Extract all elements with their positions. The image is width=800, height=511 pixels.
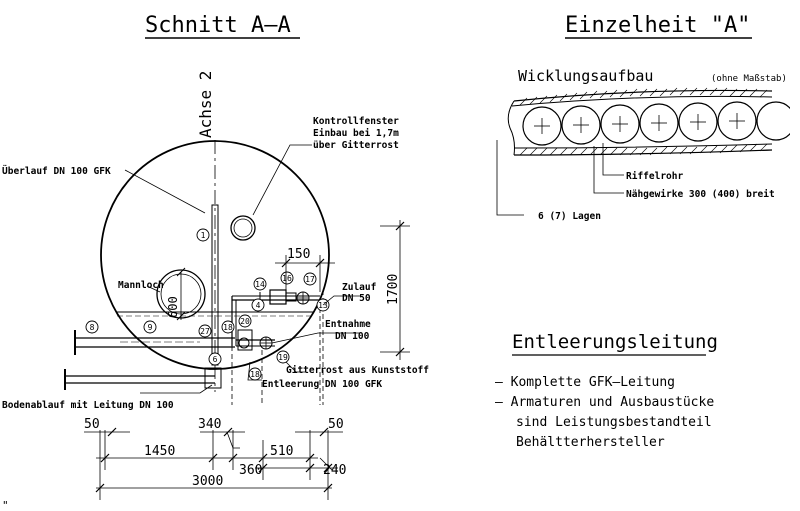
callout-9: 9 [148, 323, 153, 332]
dim-150: 150 [287, 247, 310, 262]
winding-detail [496, 85, 800, 216]
dim-360: 360 [239, 463, 262, 478]
note-line-3: sind Leistungsbestandteil [516, 415, 712, 430]
label-entnahme-1: Entnahme [325, 319, 371, 330]
dim-600: 600 [166, 296, 180, 318]
kontrollfenster-window [230, 215, 256, 241]
dimension-lines-right [275, 220, 410, 360]
dim-1450: 1450 [144, 444, 175, 459]
dim-1700: 1700 [386, 274, 401, 305]
detail-title: Einzelheit "A" [565, 13, 750, 38]
label-mannloch: Mannloch [118, 280, 164, 291]
dim-240: 240 [323, 463, 346, 478]
dimension-lines-bottom [84, 427, 343, 500]
label-entnahme-2: DN 100 [335, 331, 370, 342]
callout-18-upper: 18 [223, 323, 233, 332]
label-zulauf-1: Zulauf [342, 282, 377, 293]
detail-winding-note: (ohne Maßstab) [711, 74, 787, 84]
section-title: Schnitt A–A [145, 13, 291, 38]
label-kontrollfenster-1: Kontrollfenster [313, 116, 399, 127]
callout-27: 27 [200, 327, 210, 336]
callout-13: 13 [318, 301, 328, 310]
label-ueberlauf: Überlauf DN 100 GFK [2, 166, 111, 177]
callout-1: 1 [201, 231, 206, 240]
callout-14: 14 [255, 280, 265, 289]
label-kontrollfenster-2: Einbau bei 1,7m [313, 128, 399, 139]
drainage-title: Entleerungsleitung [512, 331, 718, 353]
callout-4: 4 [256, 301, 261, 310]
note-line-1: – Komplette GFK–Leitung [495, 375, 675, 390]
dim-3000: 3000 [192, 474, 223, 489]
corner-mark: " [2, 499, 9, 511]
label-kontrollfenster-3: über Gitterrost [313, 140, 399, 151]
dim-50-left: 50 [84, 417, 100, 432]
label-naehgewirke: Nähgewirke 300 (400) breit [626, 189, 775, 200]
note-line-2: – Armaturen und Ausbaustücke [495, 395, 714, 410]
note-line-4: Behältterhersteller [516, 435, 665, 450]
callout-16: 16 [282, 274, 292, 283]
callout-8: 8 [90, 323, 95, 332]
dim-510: 510 [270, 444, 293, 459]
callout-20: 20 [240, 317, 250, 326]
callout-6: 6 [213, 355, 218, 364]
label-zulauf-2: DN 50 [342, 293, 371, 304]
label-bodenablauf: Bodenablauf mit Leitung DN 100 [2, 400, 174, 411]
label-lagen: 6 (7) Lagen [538, 211, 601, 222]
dim-50-right: 50 [328, 417, 344, 432]
callout-17: 17 [305, 275, 315, 284]
tank-section [64, 140, 330, 405]
detail-winding-title: Wicklungsaufbau [518, 67, 653, 85]
callout-19: 19 [278, 353, 288, 362]
label-gitterrost: Gitterrost aus Kunststoff [286, 365, 429, 376]
callout-18-lower: 18 [250, 370, 260, 379]
dim-340: 340 [198, 417, 221, 432]
tank-shell [100, 140, 330, 370]
axis-2-label: Achse 2 [196, 71, 215, 138]
label-riffelrohr: Riffelrohr [626, 171, 683, 182]
label-entleerung: Entleerung DN 100 GFK [262, 379, 382, 390]
